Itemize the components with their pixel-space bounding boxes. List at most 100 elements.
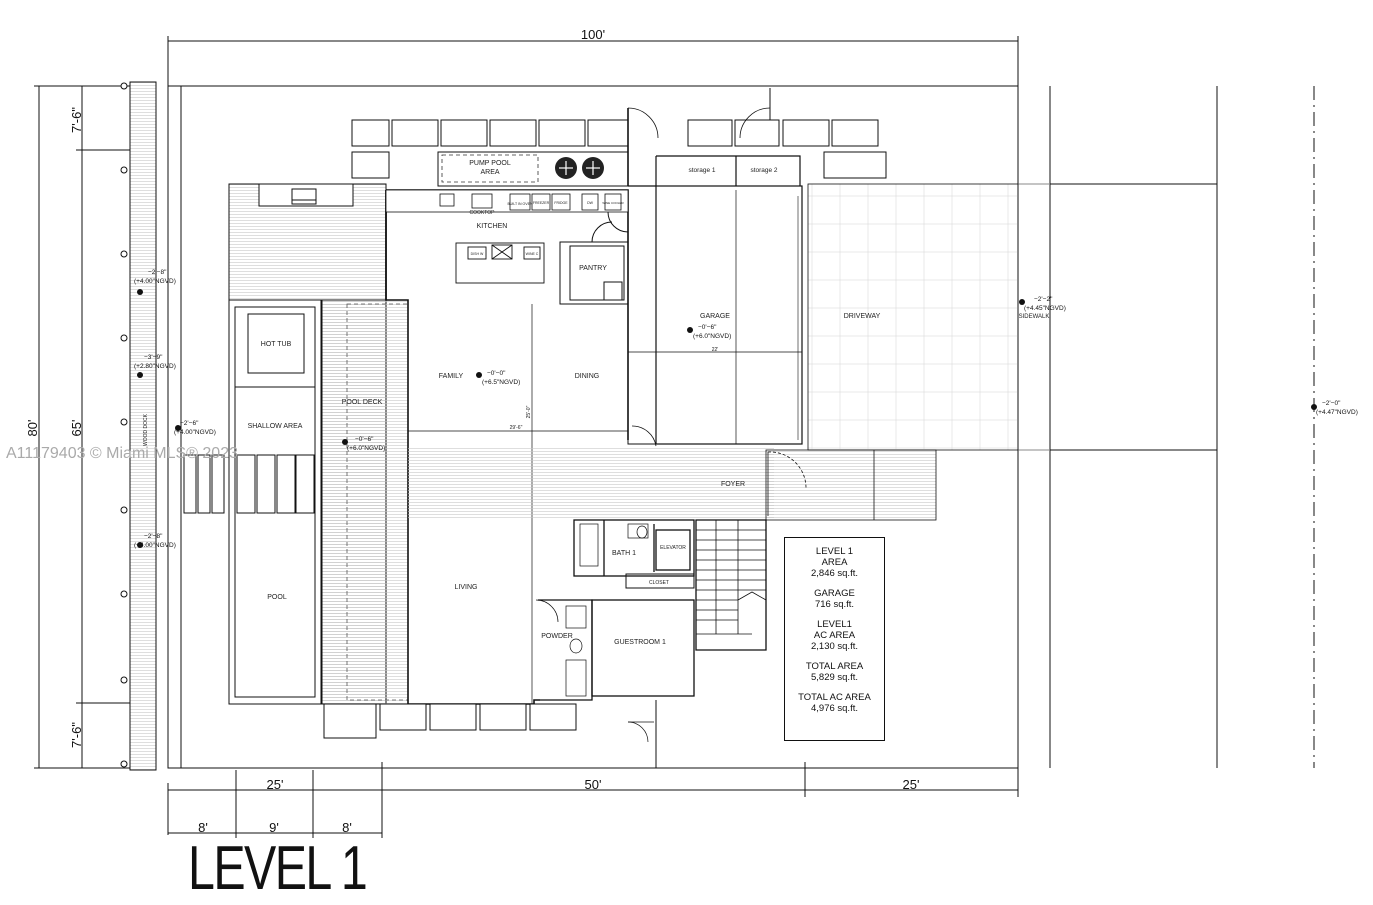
summary-garage-label: GARAGE bbox=[814, 588, 855, 599]
summary-level1-label: LEVEL 1 bbox=[815, 546, 854, 557]
pantry-walls bbox=[559, 211, 629, 305]
oven-label: BUILT IN OVEN bbox=[508, 202, 533, 206]
living-label: LIVING bbox=[455, 584, 478, 591]
dining-label: DINING bbox=[575, 373, 600, 380]
pump-pool-area-label: AREA bbox=[480, 169, 499, 176]
shallow-area-label: SHALLOW AREA bbox=[248, 423, 303, 430]
hot-tub-label: HOT TUB bbox=[261, 341, 292, 348]
svg-text:−0'−6": −0'−6" bbox=[698, 324, 717, 331]
area-summary: LEVEL 1 AREA 2,846 sq.ft. GARAGE 716 sq.… bbox=[784, 537, 885, 741]
wood-dock-label: WOOD DOCK bbox=[143, 413, 149, 446]
garage-dim: 22' bbox=[712, 347, 719, 353]
garage bbox=[627, 88, 803, 447]
dim-center-band: 50' bbox=[585, 777, 602, 792]
dock-steps bbox=[183, 454, 225, 514]
dish-label: DISH W bbox=[471, 252, 484, 256]
plan-title: LEVEL 1 bbox=[188, 834, 368, 903]
deck-hatch-center bbox=[408, 446, 774, 518]
svg-text:−2'−6": −2'−6" bbox=[180, 420, 199, 427]
powder-toilet-icon bbox=[569, 638, 583, 654]
svg-text:(+6.0"NGVD): (+6.0"NGVD) bbox=[693, 333, 731, 340]
storage2-label: storage 2 bbox=[750, 167, 777, 174]
svg-text:−2'−8": −2'−8" bbox=[144, 533, 163, 540]
grill-icon bbox=[291, 188, 317, 205]
kitchen-label: KITCHEN bbox=[477, 223, 508, 230]
wine-cooler-label: WINE COOLER bbox=[602, 201, 624, 205]
summary-ac-label1: LEVEL1 bbox=[817, 619, 852, 630]
elevation-marker: −0'−6" (+6.0"NGVD) bbox=[687, 324, 731, 340]
dw-label: DW bbox=[587, 201, 594, 205]
pump-pool-label: PUMP POOL bbox=[469, 160, 511, 167]
svg-text:−3'−9": −3'−9" bbox=[144, 354, 163, 361]
guestroom1-label: GUESTROOM 1 bbox=[614, 639, 666, 646]
stairs bbox=[695, 519, 767, 651]
pool bbox=[228, 299, 322, 705]
svg-text:−0'−6": −0'−6" bbox=[355, 436, 374, 443]
pool-deck-strip bbox=[321, 299, 409, 705]
bath-block bbox=[535, 519, 695, 768]
elevation-marker: −3'−9" (+2.80"NGVD) bbox=[134, 354, 176, 378]
summary-level1-area: 2,846 sq.ft. bbox=[810, 568, 858, 579]
dim-overall-depth: 80' bbox=[25, 420, 40, 437]
pantry-label: PANTRY bbox=[579, 265, 607, 272]
summary-ac-area: 2,130 sq.ft. bbox=[810, 641, 858, 652]
left-dimensions bbox=[34, 85, 130, 769]
dim-left-band: 25' bbox=[267, 777, 284, 792]
elevation-marker: −2'−8" (+4.00"NGVD) bbox=[134, 533, 176, 549]
elevator-label: ELEVATOR bbox=[660, 545, 686, 551]
dim-overall-width: 100' bbox=[581, 27, 605, 42]
watermark: A11179403 © Miami MLS® 2023 bbox=[6, 445, 238, 462]
svg-text:(+6.5"NGVD): (+6.5"NGVD) bbox=[482, 379, 520, 386]
wine-label: WINE C bbox=[526, 252, 539, 256]
storage1-label: storage 1 bbox=[688, 167, 715, 174]
foyer-label: FOYER bbox=[721, 481, 745, 488]
pool-deck-label: POOL DECK bbox=[342, 399, 383, 406]
dim-lot-depth: 65' bbox=[69, 420, 84, 437]
svg-text:(+4.00"NGVD): (+4.00"NGVD) bbox=[134, 278, 176, 285]
fridge-label: FRIDGE bbox=[554, 201, 568, 205]
svg-text:(+4.47"NGVD): (+4.47"NGVD) bbox=[1316, 409, 1358, 416]
svg-text:−2'−8": −2'−8" bbox=[148, 269, 167, 276]
svg-text:(+4.45"NGVD): (+4.45"NGVD) bbox=[1024, 305, 1066, 312]
summary-area-label: AREA bbox=[821, 557, 848, 568]
svg-text:(+4.00"NGVD): (+4.00"NGVD) bbox=[134, 542, 176, 549]
summary-total-area: 5,829 sq.ft. bbox=[810, 672, 858, 683]
sidewalk-label: SIDEWALK bbox=[1019, 314, 1050, 320]
cooktop-label: COOKTOP bbox=[470, 210, 496, 216]
driveway-label: DRIVEWAY bbox=[844, 313, 881, 320]
summary-ac-label2: AC AREA bbox=[813, 630, 856, 641]
closet-label: CLOSET bbox=[649, 580, 669, 586]
elevation-marker: −2'−6" (+4.00"NGVD) bbox=[174, 420, 216, 436]
freezer-label: FREEZER bbox=[533, 201, 550, 205]
svg-text:−2'−0": −2'−0" bbox=[1322, 400, 1341, 407]
svg-text:(+4.00"NGVD): (+4.00"NGVD) bbox=[174, 429, 216, 436]
family-dim: 29'-6" bbox=[510, 425, 523, 431]
elevation-marker: −0'−0" (+6.5"NGVD) bbox=[476, 370, 520, 386]
summary-garage-area: 716 sq.ft. bbox=[814, 599, 855, 610]
bottom-pavers bbox=[323, 703, 577, 739]
kitchen-island bbox=[455, 242, 545, 284]
dim-front-setback: 7'-6" bbox=[69, 107, 84, 133]
wood-dock bbox=[120, 81, 182, 771]
kitchen-counter bbox=[385, 189, 629, 213]
living-dim: 25'-0" bbox=[526, 405, 532, 418]
elevation-marker: −2'−2" (+4.45"NGVD) bbox=[1019, 296, 1066, 312]
elevation-marker: −2'−0" (+4.47"NGVD) bbox=[1311, 400, 1358, 416]
svg-text:−2'−2": −2'−2" bbox=[1034, 296, 1053, 303]
dim-sub-left: 8' bbox=[198, 820, 208, 835]
summary-total-ac-label: TOTAL AC AREA bbox=[798, 692, 871, 703]
dim-sub-right: 8' bbox=[342, 820, 352, 835]
bottom-dimensions bbox=[167, 762, 1019, 838]
toilet-icon bbox=[636, 525, 648, 539]
deck-hatch-east bbox=[765, 449, 937, 521]
svg-text:−0'−0": −0'−0" bbox=[487, 370, 506, 377]
dim-right-band: 25' bbox=[903, 777, 920, 792]
driveway-area bbox=[807, 183, 1019, 451]
garage-label: GARAGE bbox=[700, 313, 730, 320]
top-dimension bbox=[167, 36, 1019, 86]
pool-label: POOL bbox=[267, 594, 287, 601]
dim-sub-center: 9' bbox=[269, 820, 279, 835]
foyer-door bbox=[767, 451, 807, 489]
family-label: FAMILY bbox=[439, 373, 464, 380]
svg-text:(+6.0"NGVD): (+6.0"NGVD) bbox=[347, 445, 385, 452]
